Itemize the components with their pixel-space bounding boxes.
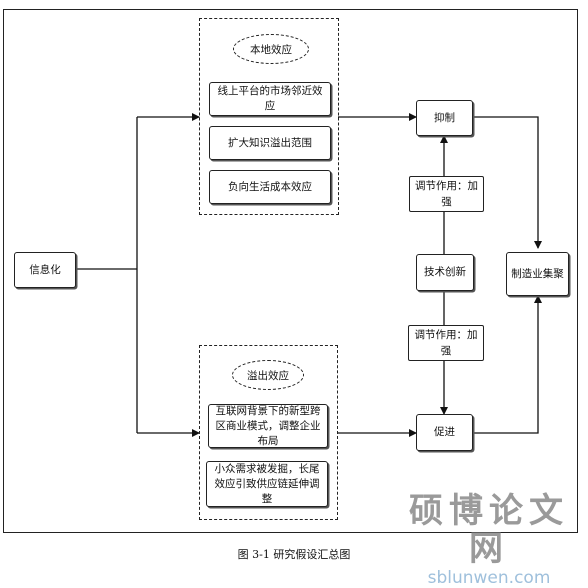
local-item-1: 线上平台的市场邻近效应: [209, 82, 331, 116]
local-item-3: 负向生活成本效应: [209, 170, 331, 204]
moderation-bottom-text: 调节作用：加强: [414, 329, 478, 357]
spill-effect-group: [199, 345, 338, 520]
node-promote: 促进: [416, 414, 473, 451]
node-manufacturing-agglomeration: 制造业集聚: [506, 252, 569, 296]
figure-caption: 图 3-1 研究假设汇总图: [237, 548, 351, 561]
spill-item-2-text: 小众需求被发掘，长尾效应引致供应链延伸调整: [214, 462, 320, 505]
local-effect-title: 本地效应: [233, 34, 309, 64]
node-inhibit-label: 抑制: [434, 111, 455, 124]
local-item-2-text: 扩大知识溢出范围: [228, 136, 312, 149]
local-item-2: 扩大知识溢出范围: [209, 126, 331, 160]
moderation-label-top: 调节作用：加强: [409, 176, 484, 212]
watermark-en: sblunwen.com: [427, 568, 551, 588]
moderation-label-bottom: 调节作用：加强: [408, 325, 484, 361]
diagram-frame: [3, 9, 578, 533]
moderation-top-text: 调节作用：加强: [415, 180, 478, 208]
node-informatization: 信息化: [14, 252, 76, 288]
spill-effect-title: 溢出效应: [232, 360, 304, 390]
node-tech-innovation: 技术创新: [416, 254, 474, 291]
node-target-label: 制造业集聚: [511, 267, 564, 280]
node-promote-label: 促进: [434, 426, 455, 438]
spill-item-1: 互联网背景下的新型跨区商业模式，调整企业布局: [208, 404, 328, 448]
arrow-inhibit-to-target: [473, 116, 542, 249]
local-effect-title-text: 本地效应: [250, 43, 292, 56]
local-item-3-text: 负向生活成本效应: [228, 180, 312, 193]
node-informatization-label: 信息化: [29, 263, 61, 276]
spill-item-1-text: 互联网背景下的新型跨区商业模式，调整企业布局: [215, 404, 321, 447]
node-inhibit: 抑制: [416, 100, 473, 136]
node-tech-label: 技术创新: [424, 266, 466, 278]
arrow-promote-to-target: [473, 295, 542, 434]
local-effect-group: [199, 18, 339, 215]
spill-effect-title-text: 溢出效应: [247, 369, 289, 382]
spill-item-2: 小众需求被发掘，长尾效应引致供应链延伸调整: [206, 461, 328, 507]
local-item-1-text: 线上平台的市场邻近效应: [217, 85, 323, 112]
